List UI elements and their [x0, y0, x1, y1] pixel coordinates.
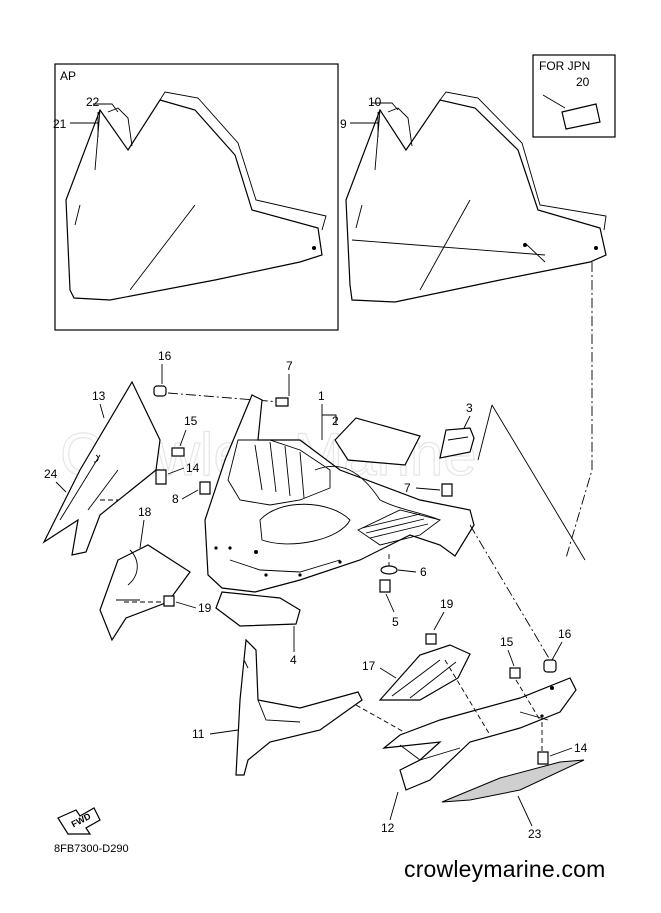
callout-15-right: 15 [500, 635, 514, 649]
air-duct-18-part [99, 544, 191, 642]
callout-12: 12 [381, 821, 395, 835]
windshield-part [345, 99, 607, 303]
screw-7-top [275, 397, 289, 407]
callout-2: 2 [332, 414, 339, 428]
callout-16-top: 16 [158, 349, 172, 363]
windshield-main [345, 91, 607, 303]
callout-14-right: 14 [574, 741, 588, 755]
bolt-14-right [537, 751, 549, 765]
callout-10: 10 [368, 95, 382, 109]
callout-4: 4 [290, 653, 297, 667]
screw-7-right [441, 483, 453, 497]
callout-24: 24 [44, 467, 58, 481]
bolt-14-left [155, 469, 167, 485]
callout-14-left: 14 [186, 461, 200, 475]
callout-20: 20 [576, 75, 590, 89]
diagram-code: 8FB7300-D290 [54, 843, 129, 855]
callout-1: 1 [318, 389, 325, 403]
ap-box-label: AP [60, 69, 76, 83]
nut-15-left [171, 447, 185, 457]
jpn-label-sticker [561, 103, 601, 130]
callout-13: 13 [92, 389, 106, 403]
callout-5: 5 [392, 615, 399, 629]
ap-box: AP [54, 63, 339, 331]
cover-17-part [378, 644, 471, 701]
jpn-box: FOR JPN 20 [532, 54, 616, 138]
callout-19-left: 19 [198, 601, 212, 615]
callout-16-right: 16 [558, 627, 572, 641]
washer-6 [380, 565, 398, 575]
bolt-19-right [425, 633, 437, 645]
fwd-arrow-icon: FWD [57, 807, 101, 835]
callout-17: 17 [362, 659, 376, 673]
callout-18: 18 [138, 505, 152, 519]
grommet-16-top [153, 385, 167, 397]
lower-cowling-11-part [235, 638, 363, 776]
callout-9: 9 [340, 117, 347, 131]
callout-21: 21 [53, 117, 67, 131]
callout-7-top: 7 [286, 359, 293, 373]
callout-8: 8 [172, 492, 179, 506]
callout-22: 22 [86, 95, 100, 109]
callout-19-right: 19 [440, 597, 454, 611]
callout-7-right: 7 [404, 481, 411, 495]
upper-cowling-assembly [204, 394, 475, 593]
inner-panel-2-part [334, 417, 421, 466]
nut-15-right [509, 667, 521, 679]
jpn-box-label: FOR JPN [539, 59, 590, 73]
site-label[interactable]: crowleymarine.com [404, 856, 606, 882]
decal-23-part [441, 759, 585, 803]
callout-15-left: 15 [184, 414, 198, 428]
windshield-ap-part [65, 99, 323, 301]
bolt-19-left [163, 595, 175, 607]
duct-3-part [439, 427, 475, 459]
screw-8 [199, 481, 211, 495]
callout-6: 6 [420, 565, 427, 579]
callout-23: 23 [528, 827, 542, 841]
side-cover-13-part [42, 380, 161, 556]
side-fairing-12-part [382, 677, 577, 791]
under-cover-4-part [215, 591, 301, 627]
screw-5 [379, 579, 391, 593]
callout-3: 3 [466, 401, 473, 415]
callout-11: 11 [192, 727, 205, 741]
grommet-16-right [543, 659, 557, 673]
